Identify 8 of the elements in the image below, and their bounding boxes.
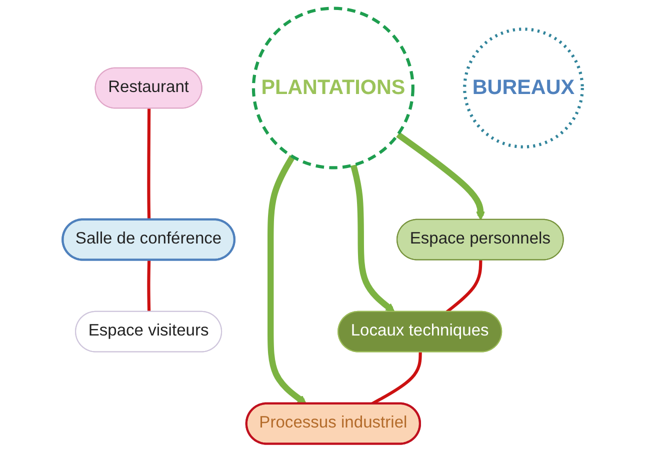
connector <box>147 260 151 312</box>
node-circle: PLANTATIONS <box>252 6 414 170</box>
connector <box>446 260 482 314</box>
connector <box>147 108 151 220</box>
node-circle: BUREAUX <box>463 28 584 148</box>
arrow <box>396 132 486 220</box>
arrow <box>350 164 395 312</box>
arrow <box>268 155 307 404</box>
